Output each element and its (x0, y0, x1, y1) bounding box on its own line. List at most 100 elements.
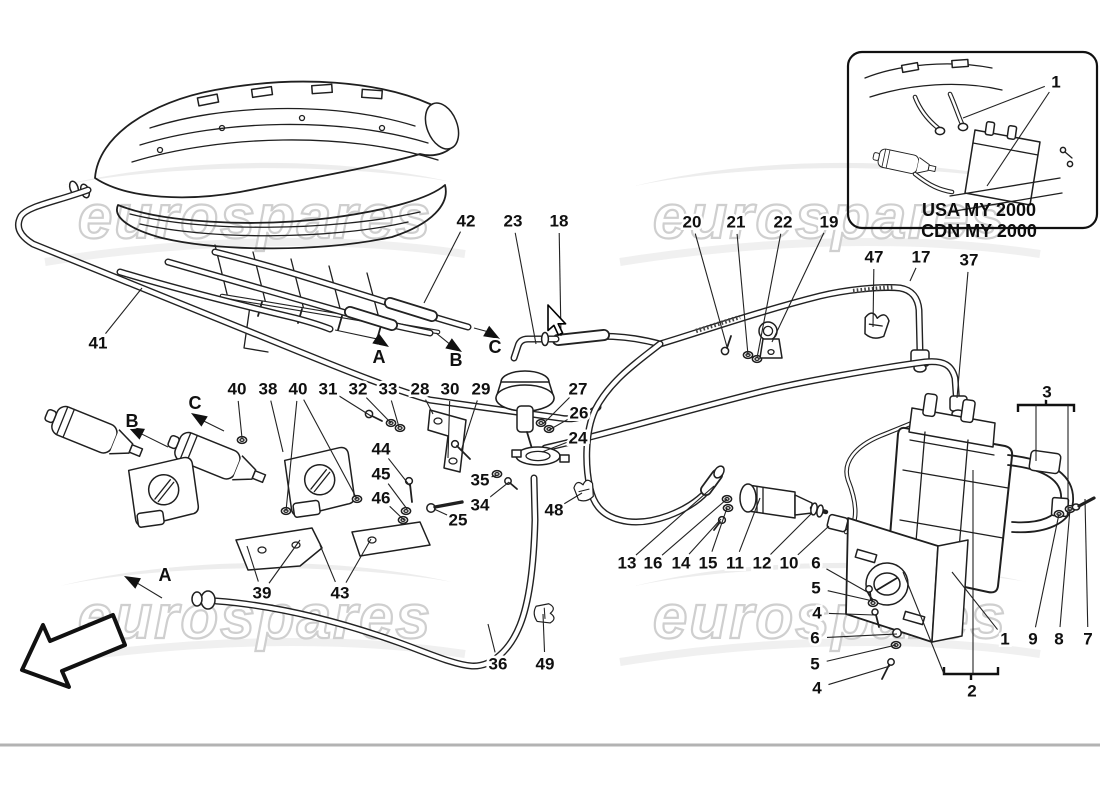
part-callout: 18 (550, 212, 569, 231)
leader-line (661, 498, 728, 556)
leader-line (473, 327, 488, 333)
part-callout: 22 (774, 213, 793, 232)
canister-art (845, 392, 1096, 680)
leader-line (826, 644, 897, 662)
part-callout: 31 (319, 380, 338, 399)
part-callout: 10 (780, 554, 799, 573)
leader-line (736, 233, 749, 356)
leader-line (387, 483, 408, 510)
part-callout: 16 (644, 554, 663, 573)
leader-line (389, 505, 405, 521)
watermark-text: eurospares (78, 583, 432, 652)
direction-letter: C (489, 337, 502, 357)
leader-line (489, 481, 510, 498)
watermark-text: eurospares (78, 183, 432, 252)
part-callout: 5 (811, 579, 820, 598)
part-callout: 12 (753, 554, 772, 573)
part-callout: 17 (912, 248, 931, 267)
brace (1016, 399, 1076, 412)
leader-line (365, 397, 392, 424)
part-callout: 28 (411, 380, 430, 399)
part-callout: 39 (253, 584, 272, 603)
leader-line (771, 232, 825, 343)
part-callout: 2 (967, 682, 976, 701)
leader-line (1034, 513, 1060, 628)
leader-line (694, 233, 728, 348)
leader-line (387, 458, 411, 487)
direction-arrowhead (483, 325, 500, 339)
leader-line (285, 400, 298, 512)
leader-line (951, 571, 998, 630)
pressure-sensors-art (40, 399, 555, 571)
leader-line (797, 525, 830, 556)
leader-line (826, 633, 898, 638)
part-callout: 15 (699, 554, 718, 573)
leader-line (514, 232, 537, 345)
leader-line (756, 233, 782, 359)
leader-line (711, 507, 728, 552)
part-callout: 9 (1028, 630, 1037, 649)
part-callout: 6 (810, 629, 819, 648)
part-callout: 7 (1083, 630, 1092, 649)
part-callout: 26 (570, 404, 589, 423)
pipes-art (15, 186, 968, 670)
part-callout: 32 (349, 380, 368, 399)
part-callout: 29 (472, 380, 491, 399)
leader-line (203, 420, 225, 432)
part-callout: 40 (289, 380, 308, 399)
leader-line (319, 544, 336, 583)
direction-letter: C (189, 393, 202, 413)
part-callout: 4 (812, 679, 822, 698)
leader-line (542, 613, 546, 653)
watermark-text: eurospares (653, 183, 1007, 252)
part-callout: 13 (618, 554, 637, 573)
leader-line (909, 267, 917, 282)
leader-line (541, 441, 568, 453)
leader-line (337, 394, 372, 417)
direction-arrowhead (445, 338, 462, 352)
leader-line (268, 539, 301, 584)
part-callout: 44 (372, 440, 391, 459)
leader-line (635, 485, 715, 556)
leader-line (246, 545, 259, 582)
part-callout: 37 (960, 251, 979, 270)
part-callout: 23 (504, 212, 523, 231)
part-callout: 36 (489, 655, 508, 674)
leader-line (237, 400, 243, 439)
leader-line (491, 474, 499, 478)
leader-line (390, 400, 400, 428)
part-callout: 40 (228, 380, 247, 399)
leader-line (986, 91, 1050, 187)
part-callout: 24 (569, 429, 588, 448)
leader-line (770, 513, 812, 555)
leader-line (447, 400, 451, 459)
direction-arrowhead (372, 333, 389, 347)
part-callout: 3 (1042, 383, 1051, 402)
leader-line (435, 332, 450, 345)
part-callout: 48 (545, 501, 564, 520)
intake-manifold-art (68, 80, 460, 353)
part-callout: 33 (379, 380, 398, 399)
leader-line (270, 400, 284, 453)
leader-line (136, 582, 163, 599)
leader-line (433, 508, 448, 516)
leader-line (542, 397, 570, 425)
leader-line (738, 497, 761, 552)
leader-line (828, 665, 891, 686)
part-callout: 1 (1051, 73, 1060, 92)
part-callout: 46 (372, 489, 391, 508)
part-callout: 41 (89, 334, 108, 353)
part-callout: 27 (569, 380, 588, 399)
direction-arrowhead (128, 427, 145, 440)
part-callout: 1 (1000, 630, 1009, 649)
inset-note-line1: USA MY 2000 (922, 200, 1036, 220)
leader-line (141, 433, 169, 448)
part-callout: 43 (331, 584, 350, 603)
direction-arrow-large (20, 613, 127, 689)
part-callout: 47 (865, 248, 884, 267)
leader-line (828, 612, 875, 616)
leader-line (487, 623, 496, 653)
solenoid-sensor-art (700, 465, 849, 533)
direction-letter: A (159, 565, 172, 585)
